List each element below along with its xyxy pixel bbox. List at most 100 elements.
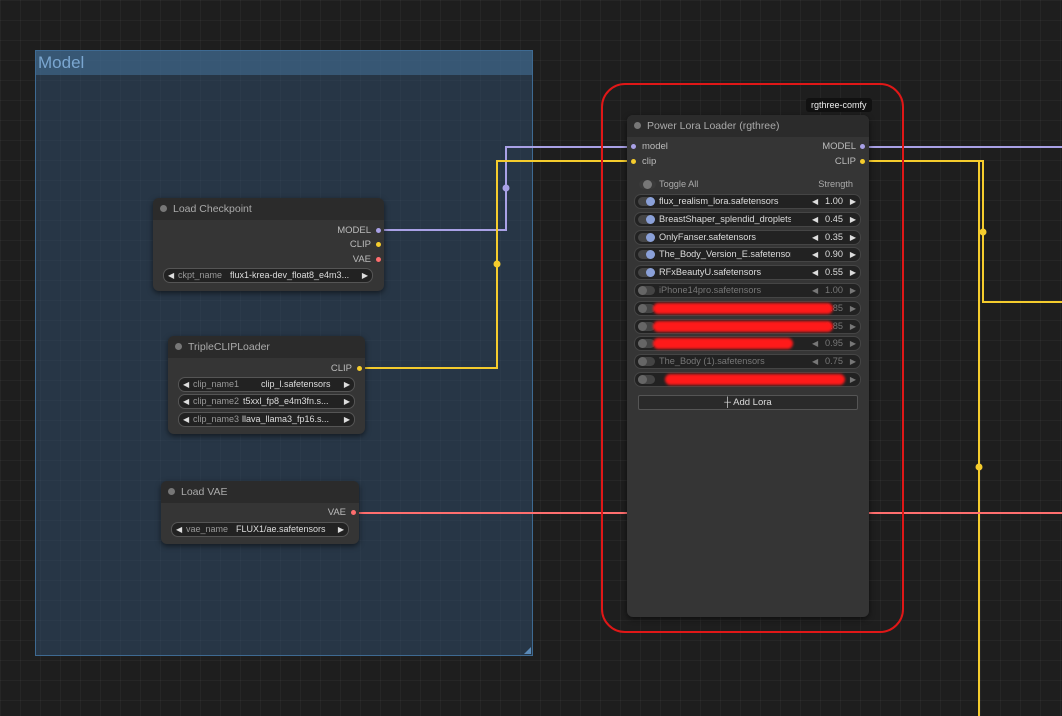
lora-toggle-switch[interactable] (638, 197, 655, 206)
toggle-all-switch[interactable] (639, 180, 656, 189)
vae-name-combo[interactable]: ◀ vae_name FLUX1/ae.safetensors ▶ (171, 522, 349, 537)
lora-row[interactable]: ◀0.95▶ (634, 336, 861, 352)
lora-strength-stepper[interactable]: ◀0.90▶ (812, 248, 856, 261)
increment-icon[interactable]: ▶ (849, 357, 856, 367)
lora-strength-stepper[interactable]: ◀0.75▶ (812, 355, 856, 368)
lora-row[interactable]: BreastShaper_splendid_droplets_Fl... ◀0.4… (634, 211, 861, 227)
output-clip-pin[interactable] (376, 242, 381, 247)
arrow-left-icon[interactable]: ◀ (168, 271, 175, 280)
collapse-dot-icon[interactable] (175, 343, 182, 350)
lora-name[interactable]: BreastShaper_splendid_droplets_Fl... (659, 213, 791, 224)
output-vae-pin[interactable] (351, 510, 356, 515)
power-lora-loader-node[interactable]: Power Lora Loader (rgthree) model clip M… (627, 115, 869, 617)
input-model-pin[interactable] (631, 144, 636, 149)
lora-toggle-switch[interactable] (638, 268, 655, 278)
node-title[interactable]: Power Lora Loader (rgthree) (627, 115, 869, 137)
arrow-right-icon[interactable]: ▶ (361, 271, 368, 280)
lora-row[interactable]: The_Body_Version_E.safetensors ◀0.90▶ (634, 247, 861, 263)
add-lora-button[interactable]: ┼ Add Lora (638, 395, 858, 410)
increment-icon[interactable]: ▶ (849, 268, 856, 278)
lora-toggle-switch[interactable] (638, 286, 655, 295)
arrow-left-icon[interactable]: ◀ (183, 380, 190, 389)
lora-strength-stepper[interactable]: ◀0.45▶ (812, 213, 856, 226)
lora-row[interactable]: The_Body (1).safetensors ◀0.75▶ (634, 354, 861, 370)
increment-icon[interactable]: ▶ (849, 286, 856, 295)
lora-strength-stepper[interactable]: ◀1.00▶ (812, 195, 856, 208)
output-model-pin[interactable] (376, 228, 381, 233)
output-clip-label: CLIP (330, 363, 352, 374)
lora-toggle-switch[interactable] (638, 232, 655, 242)
decrement-icon[interactable]: ◀ (812, 357, 819, 367)
lora-toggle-switch[interactable] (638, 339, 655, 349)
arrow-right-icon[interactable]: ▶ (337, 525, 344, 534)
clip-name3-combo[interactable]: ◀ clip_name3 llava_llama3_fp16.s... ▶ (178, 412, 355, 427)
lora-name[interactable]: RFxBeautyU.safetensors (659, 267, 762, 278)
decrement-icon[interactable]: ◀ (812, 214, 819, 224)
lora-row[interactable]: ◀0.85▶ (634, 318, 861, 334)
output-vae-pin[interactable] (376, 257, 381, 262)
increment-icon[interactable]: ▶ (849, 214, 856, 224)
output-model-pin[interactable] (860, 144, 865, 149)
lora-strength-stepper[interactable]: ◀1.00▶ (812, 284, 856, 297)
lora-name[interactable]: OnlyFanser.safetensors (659, 231, 757, 242)
lora-strength-stepper[interactable]: ◀0.35▶ (812, 231, 856, 244)
lora-row[interactable]: flux_realism_lora.safetensors ◀1.00▶ (634, 194, 861, 209)
lora-toggle-switch[interactable] (638, 214, 655, 224)
collapse-dot-icon[interactable] (160, 205, 167, 212)
toggle-knob (646, 214, 655, 224)
load-checkpoint-node[interactable]: Load Checkpoint MODEL CLIP VAE ◀ ckpt_na… (153, 198, 384, 291)
lora-toggle-switch[interactable] (638, 250, 655, 260)
triple-clip-loader-node[interactable]: TripleCLIPLoader CLIP ◀ clip_name1 clip_… (168, 336, 365, 434)
arrow-right-icon[interactable]: ▶ (343, 415, 350, 424)
lora-toggle-switch[interactable] (638, 321, 655, 331)
collapse-dot-icon[interactable] (168, 488, 175, 495)
increment-icon[interactable]: ▶ (849, 303, 856, 313)
lora-row[interactable]: iPhone14pro.safetensors ◀1.00▶ (634, 283, 861, 298)
arrow-right-icon[interactable]: ▶ (343, 380, 350, 389)
lora-name[interactable]: flux_realism_lora.safetensors (659, 196, 779, 206)
node-title[interactable]: Load Checkpoint (153, 198, 384, 220)
group-title[interactable]: Model (36, 51, 532, 75)
load-vae-node[interactable]: Load VAE VAE ◀ vae_name FLUX1/ae.safeten… (161, 481, 359, 544)
node-title[interactable]: Load VAE (161, 481, 359, 503)
ckpt-name-combo[interactable]: ◀ ckpt_name flux1-krea-dev_float8_e4m3..… (163, 268, 373, 283)
lora-row[interactable]: OnlyFanser.safetensors ◀0.35▶ (634, 229, 861, 245)
toggle-all-row[interactable]: Toggle All Strength (637, 178, 857, 191)
lora-toggle-switch[interactable] (638, 357, 655, 367)
input-clip-pin[interactable] (631, 159, 636, 164)
lora-strength-stepper[interactable]: ◀0.55▶ (812, 266, 856, 279)
lora-name[interactable]: iPhone14pro.safetensors (659, 285, 762, 295)
arrow-left-icon[interactable]: ◀ (183, 397, 190, 406)
increment-icon[interactable]: ▶ (849, 321, 856, 331)
output-clip-pin[interactable] (860, 159, 865, 164)
group-resize-handle[interactable] (524, 647, 531, 654)
collapse-dot-icon[interactable] (634, 122, 641, 129)
output-clip-pin[interactable] (357, 366, 362, 371)
decrement-icon[interactable]: ◀ (812, 232, 819, 242)
decrement-icon[interactable]: ◀ (812, 268, 819, 278)
lora-name[interactable]: The_Body (1).safetensors (659, 356, 765, 367)
decrement-icon[interactable]: ◀ (812, 250, 819, 260)
increment-icon[interactable]: ▶ (849, 339, 856, 349)
decrement-icon[interactable]: ◀ (812, 197, 819, 206)
clip-name1-combo[interactable]: ◀ clip_name1 clip_l.safetensors ▶ (178, 377, 355, 392)
lora-toggle-switch[interactable] (638, 375, 655, 384)
lora-row[interactable]: RFxBeautyU.safetensors ◀0.55▶ (634, 265, 861, 281)
decrement-icon[interactable]: ◀ (812, 286, 819, 295)
lora-strength-stepper[interactable]: ◀0.95▶ (812, 337, 856, 350)
arrow-left-icon[interactable]: ◀ (176, 525, 183, 534)
node-title-text: Load Checkpoint (173, 203, 252, 215)
decrement-icon[interactable]: ◀ (812, 339, 819, 349)
increment-icon[interactable]: ▶ (849, 375, 856, 384)
arrow-left-icon[interactable]: ◀ (183, 415, 190, 424)
lora-name[interactable]: The_Body_Version_E.safetensors (659, 249, 791, 260)
lora-row[interactable]: ◀0.85▶ (634, 300, 861, 316)
increment-icon[interactable]: ▶ (849, 250, 856, 260)
lora-row[interactable]: ◀▶ (634, 372, 861, 387)
lora-toggle-switch[interactable] (638, 303, 655, 313)
increment-icon[interactable]: ▶ (849, 197, 856, 206)
increment-icon[interactable]: ▶ (849, 232, 856, 242)
clip-name2-combo[interactable]: ◀ clip_name2 t5xxl_fp8_e4m3fn.s... ▶ (178, 394, 355, 409)
node-title[interactable]: TripleCLIPLoader (168, 336, 365, 358)
arrow-right-icon[interactable]: ▶ (343, 397, 350, 406)
